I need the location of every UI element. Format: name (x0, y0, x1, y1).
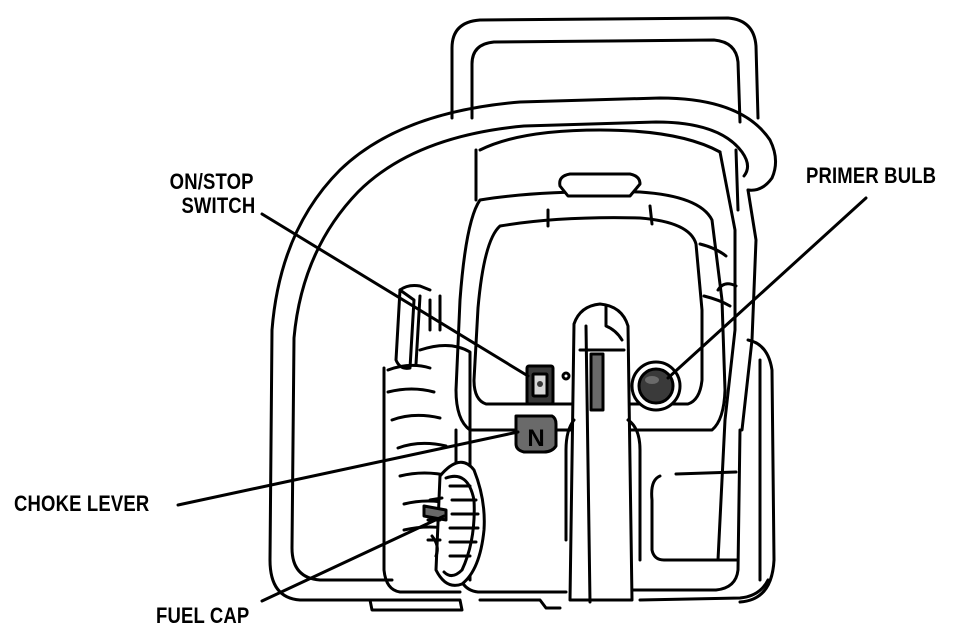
fuel-cap (424, 462, 484, 585)
callout-on-stop-switch: ON/STOP SWITCH (168, 170, 255, 218)
leader-lines (178, 198, 866, 601)
callout-on-stop-line1: ON/STOP (168, 170, 255, 194)
side-housing (718, 284, 774, 602)
leader-fuel-cap (262, 516, 444, 601)
leader-primer-bulb (668, 198, 866, 378)
on-stop-switch (527, 366, 569, 404)
choke-marker: N (527, 425, 544, 452)
callout-primer-bulb: PRIMER BULB (806, 164, 936, 188)
front-spine (566, 304, 640, 602)
primer-bulb (632, 362, 680, 410)
callout-choke-lever: CHOKE LEVER (14, 492, 149, 516)
callout-fuel-cap: FUEL CAP (156, 604, 249, 628)
callout-on-stop-line2: SWITCH (168, 194, 255, 218)
